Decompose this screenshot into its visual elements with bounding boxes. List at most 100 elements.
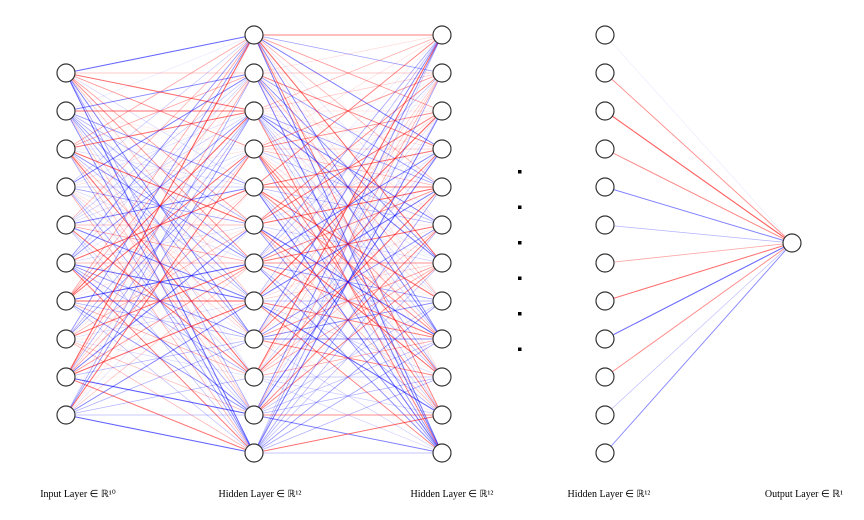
edge-1-11-2-8 bbox=[253, 338, 443, 454]
edge-0-2-1-1 bbox=[65, 72, 255, 150]
edge-1-10-2-6 bbox=[253, 262, 443, 416]
edge-1-4-2-6 bbox=[253, 186, 443, 264]
neuron-layer3-7 bbox=[595, 291, 615, 311]
edge-0-4-1-0 bbox=[65, 34, 255, 226]
neuron-layer2-3 bbox=[432, 139, 452, 159]
edge-0-9-1-1 bbox=[65, 72, 255, 416]
edge-0-2-1-5 bbox=[65, 148, 255, 226]
edge-1-6-2-1 bbox=[253, 72, 443, 264]
edge-0-4-1-6 bbox=[65, 224, 255, 264]
ellipsis-dot bbox=[518, 347, 522, 351]
edge-1-1-2-0 bbox=[253, 34, 443, 74]
edge-0-4-1-7 bbox=[65, 224, 255, 302]
edge-1-3-2-0 bbox=[253, 34, 443, 150]
edge-3-9-4-0 bbox=[604, 242, 793, 378]
neuron-layer1-6 bbox=[244, 253, 264, 273]
layer-ellipsis bbox=[518, 170, 522, 351]
edge-1-10-2-1 bbox=[253, 72, 443, 416]
edge-1-0-2-1 bbox=[253, 34, 443, 74]
neuron-layer1-11 bbox=[244, 443, 264, 463]
edge-1-8-2-0 bbox=[253, 34, 443, 340]
neuron-layer1-0 bbox=[244, 25, 264, 45]
edge-0-9-1-8 bbox=[65, 338, 255, 416]
neuron-layer1-1 bbox=[244, 63, 264, 83]
edge-3-1-4-0 bbox=[604, 72, 793, 244]
neuron-layer3-5 bbox=[595, 215, 615, 235]
edge-1-7-2-1 bbox=[253, 72, 443, 302]
edge-1-0-2-2 bbox=[253, 34, 443, 112]
edge-1-11-2-6 bbox=[253, 262, 443, 454]
edge-1-11-2-1 bbox=[253, 72, 443, 454]
edge-1-11-2-7 bbox=[253, 300, 443, 454]
edge-0-0-1-6 bbox=[65, 72, 255, 264]
edge-1-5-2-11 bbox=[253, 224, 443, 454]
neuron-layer3-4 bbox=[595, 177, 615, 197]
edge-1-11-2-10 bbox=[253, 414, 443, 454]
edge-3-8-4-0 bbox=[604, 242, 793, 340]
edge-1-9-2-2 bbox=[253, 110, 443, 378]
edge-0-2-1-8 bbox=[65, 148, 255, 340]
edge-0-6-1-0 bbox=[65, 34, 255, 302]
neuron-layer1-2 bbox=[244, 101, 264, 121]
edge-0-7-1-2 bbox=[65, 110, 255, 340]
edge-0-5-1-0 bbox=[65, 34, 255, 264]
edge-0-1-1-1 bbox=[65, 72, 255, 112]
edge-0-7-1-4 bbox=[65, 186, 255, 340]
neuron-layer3-11 bbox=[595, 443, 615, 463]
edge-1-9-2-7 bbox=[253, 300, 443, 378]
edge-3-4-4-0 bbox=[604, 186, 793, 244]
edge-0-5-1-5 bbox=[65, 224, 255, 264]
ellipsis-dot bbox=[518, 276, 522, 280]
edge-1-5-2-0 bbox=[253, 34, 443, 226]
edge-1-10-2-0 bbox=[253, 34, 443, 416]
neuron-layer0-6 bbox=[56, 291, 76, 311]
edge-1-11-2-0 bbox=[253, 34, 443, 454]
neuron-layer1-3 bbox=[244, 139, 264, 159]
layer-label-hidden-2: Hidden Layer ∈ ℝ¹² bbox=[411, 489, 494, 500]
edge-0-8-1-6 bbox=[65, 262, 255, 378]
edge-1-10-2-5 bbox=[253, 224, 443, 416]
neuron-layer1-4 bbox=[244, 177, 264, 197]
edge-0-8-1-10 bbox=[65, 376, 255, 416]
neuron-layer3-6 bbox=[595, 253, 615, 273]
edge-1-4-2-8 bbox=[253, 186, 443, 340]
edge-0-5-1-2 bbox=[65, 110, 255, 264]
neuron-layer1-8 bbox=[244, 329, 264, 349]
edge-0-8-1-5 bbox=[65, 224, 255, 378]
neuron-layer3-1 bbox=[595, 63, 615, 83]
edge-1-11-2-4 bbox=[253, 186, 443, 454]
neuron-layer1-9 bbox=[244, 367, 264, 387]
edge-0-5-1-1 bbox=[65, 72, 255, 264]
edge-0-4-1-3 bbox=[65, 148, 255, 226]
edge-0-8-1-2 bbox=[65, 110, 255, 378]
edge-0-9-1-5 bbox=[65, 224, 255, 416]
edge-1-10-2-9 bbox=[253, 376, 443, 416]
ellipsis-dot bbox=[518, 312, 522, 316]
edge-0-1-1-9 bbox=[65, 110, 255, 378]
neuron-layer0-4 bbox=[56, 215, 76, 235]
edge-1-8-2-11 bbox=[253, 338, 443, 454]
edge-0-2-1-0 bbox=[65, 34, 255, 150]
edge-1-10-2-4 bbox=[253, 186, 443, 416]
edge-1-5-2-2 bbox=[253, 110, 443, 226]
neuron-layer2-2 bbox=[432, 101, 452, 121]
neuron-layer0-7 bbox=[56, 329, 76, 349]
edge-1-11-2-5 bbox=[253, 224, 443, 454]
edge-1-6-2-10 bbox=[253, 262, 443, 416]
edge-1-11-2-3 bbox=[253, 148, 443, 454]
edge-0-6-1-3 bbox=[65, 148, 255, 302]
neuron-layer2-8 bbox=[432, 329, 452, 349]
edge-1-7-2-0 bbox=[253, 34, 443, 302]
edge-1-4-2-0 bbox=[253, 34, 443, 188]
layer-label-output: Output Layer ∈ ℝ¹ bbox=[765, 489, 843, 500]
neuron-layer2-11 bbox=[432, 443, 452, 463]
neuron-layer0-2 bbox=[56, 139, 76, 159]
neuron-layer0-1 bbox=[56, 101, 76, 121]
neuron-layer0-3 bbox=[56, 177, 76, 197]
edge-1-2-2-0 bbox=[253, 34, 443, 112]
edge-0-5-1-9 bbox=[65, 262, 255, 378]
edge-1-11-2-2 bbox=[253, 110, 443, 454]
edge-1-7-2-3 bbox=[253, 148, 443, 302]
edge-1-4-2-2 bbox=[253, 110, 443, 188]
edge-3-5-4-0 bbox=[604, 224, 793, 244]
